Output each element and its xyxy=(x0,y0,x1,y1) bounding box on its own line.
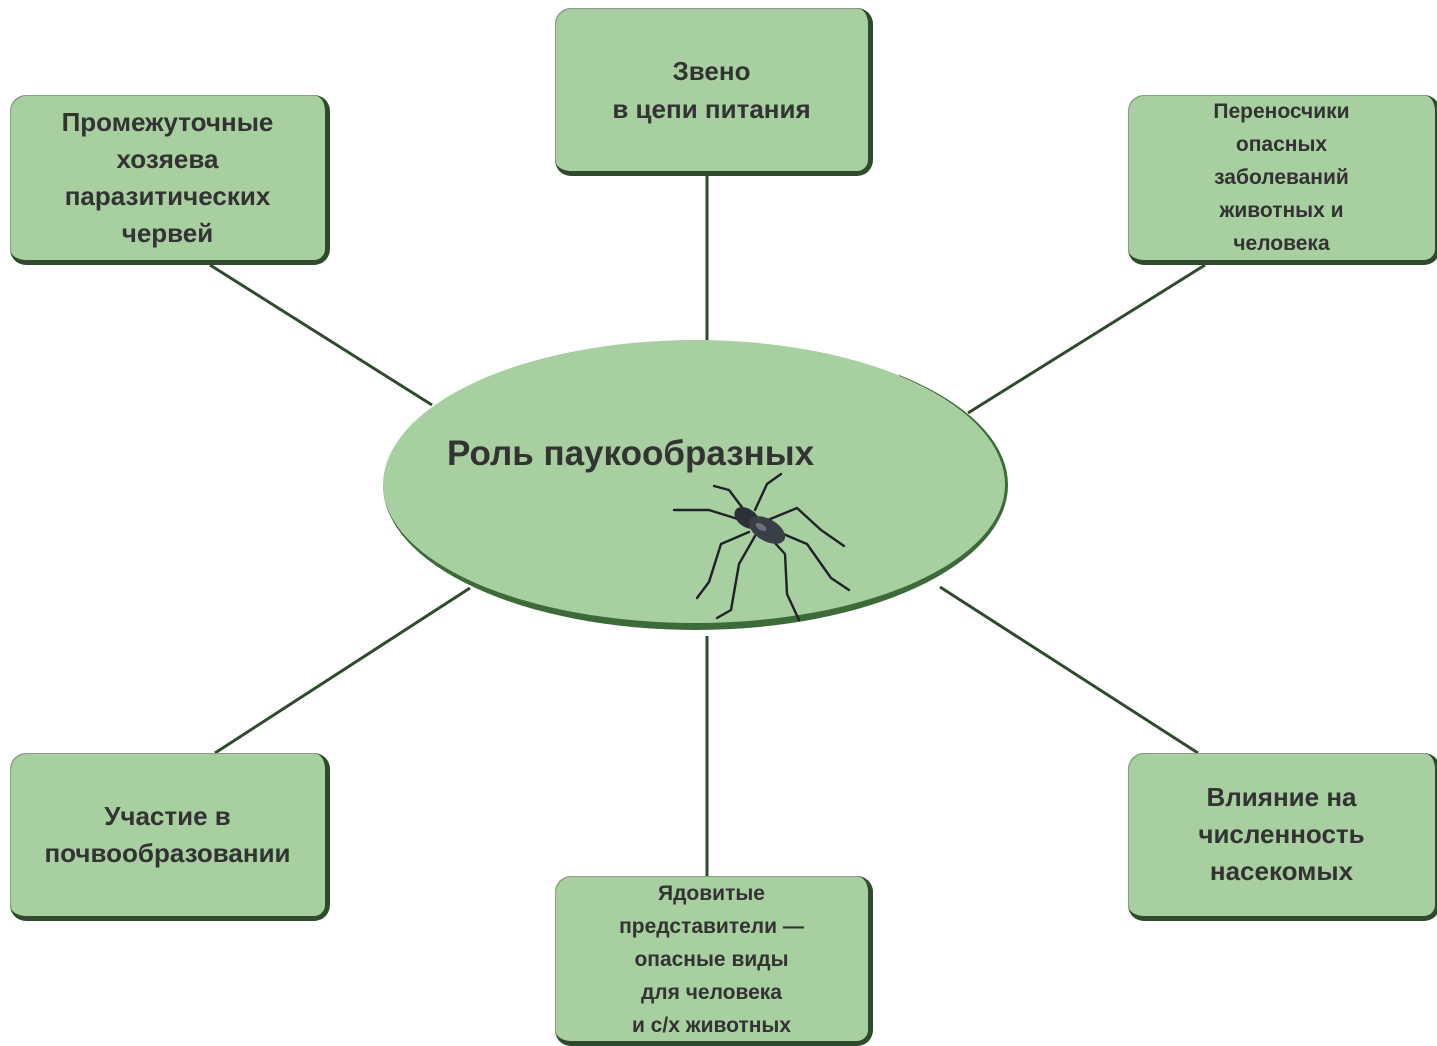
spider-icon xyxy=(672,472,851,622)
node-venomous-species: Ядовитые представители — опасные виды дл… xyxy=(555,876,873,1046)
node-insect-population-label: Влияние на численность насекомых xyxy=(1198,782,1365,886)
connector-top-left xyxy=(209,263,433,407)
node-food-chain-link: Звено в цепи питания xyxy=(555,8,873,176)
node-venomous-species-label: Ядовитые представители — опасные виды дл… xyxy=(619,882,804,1037)
node-soil-formation-label: Участие в почвообразовании xyxy=(44,800,291,868)
center-node: Роль паукообразных xyxy=(383,340,1013,640)
node-insect-population: Влияние на численность насекомых xyxy=(1128,753,1437,921)
connector-top-right xyxy=(967,263,1206,415)
node-food-chain-link-label: Звено в цепи питания xyxy=(612,55,811,124)
node-disease-carriers-label: Переносчики опасных заболеваний животных… xyxy=(1213,100,1350,255)
connector-bottom-right xyxy=(939,585,1199,755)
node-intermediate-hosts-label: Промежуточные хозяева паразитических чер… xyxy=(61,106,274,248)
node-disease-carriers: Переносчики опасных заболеваний животных… xyxy=(1128,95,1437,265)
center-ellipse xyxy=(383,340,1008,630)
connector-bottom-left xyxy=(214,586,471,755)
center-title: Роль паукообразных xyxy=(447,434,815,473)
node-soil-formation: Участие в почвообразовании xyxy=(10,753,330,921)
node-intermediate-hosts: Промежуточные хозяева паразитических чер… xyxy=(10,95,330,265)
